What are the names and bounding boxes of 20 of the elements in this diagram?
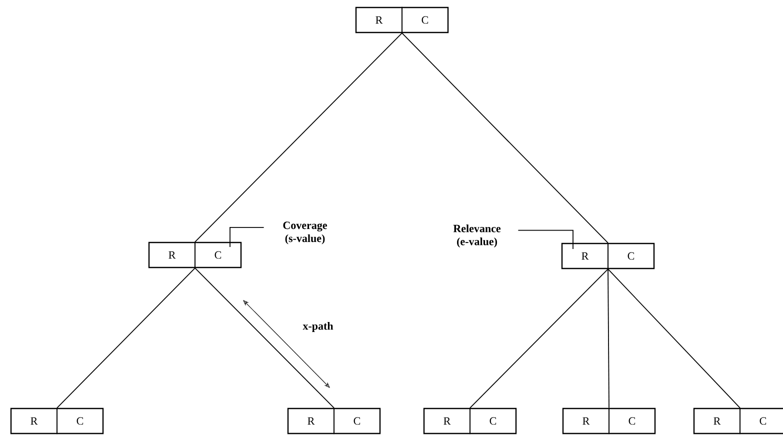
connector-line bbox=[402, 32, 608, 244]
record-box: R C bbox=[355, 6, 449, 34]
record-box: R C bbox=[287, 407, 381, 435]
path-label: x-path bbox=[302, 321, 334, 333]
leader-line bbox=[518, 230, 574, 250]
record-box: R C bbox=[148, 241, 242, 269]
record-box: R C bbox=[423, 407, 517, 435]
connector-line bbox=[56, 268, 196, 408]
record-box: R C bbox=[561, 242, 655, 270]
annotation-text: Relevance (e-value) bbox=[453, 224, 501, 248]
record-box: R C bbox=[562, 407, 656, 435]
connector-line bbox=[608, 268, 610, 408]
connector-line bbox=[470, 268, 608, 408]
connector-line bbox=[194, 268, 334, 408]
connector-line bbox=[194, 32, 402, 242]
annotation-text: Coverage (s-value) bbox=[283, 222, 328, 244]
record-box: R C bbox=[10, 407, 104, 435]
record-box: R C bbox=[693, 407, 783, 435]
leader-line bbox=[230, 227, 264, 248]
connector-line bbox=[608, 268, 740, 408]
